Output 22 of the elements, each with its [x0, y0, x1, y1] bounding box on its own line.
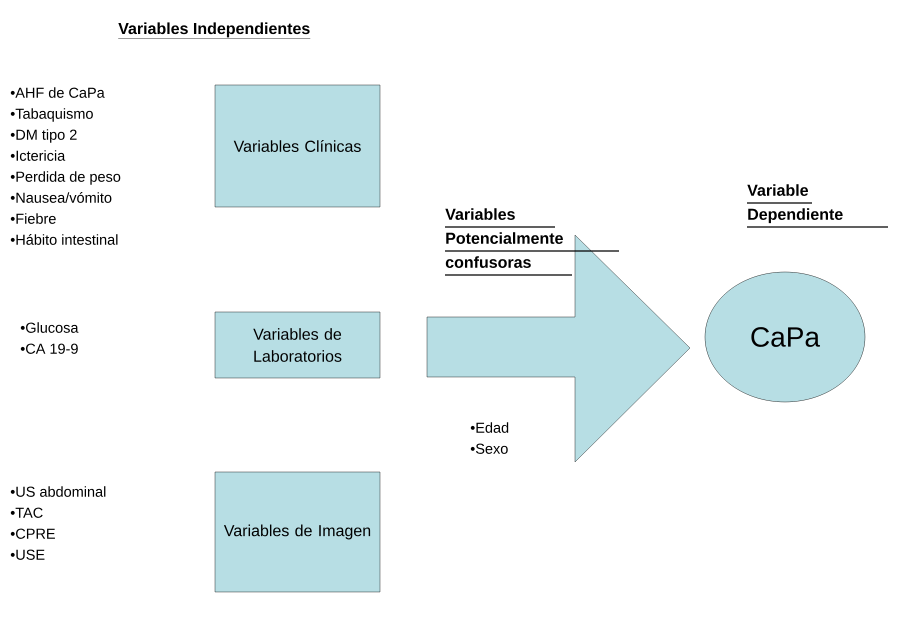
node-label: •Hábito intestinal	[10, 234, 118, 245]
node-label: •CPRE	[10, 528, 55, 539]
bullet-list: •Edad •Sexo	[470, 422, 508, 454]
node-label: •US abdominal	[10, 486, 106, 497]
variable-box: Variables de Imagen	[214, 472, 380, 592]
node-label: •USE	[10, 550, 44, 560]
bullet-list: •AHF de CaPa •Tabaquismo •DM tipo 2 •Ictericia •Perdida de peso •Nausea/vómito •Fiebre •Hábito intestinal	[10, 87, 120, 245]
node-label: •TAC	[10, 508, 43, 518]
variable-box: Variables Clínicas	[214, 84, 380, 208]
heading: Variable Dependiente	[746, 184, 889, 228]
variable-box: Variables de Laboratorios	[214, 312, 380, 378]
node-label: •DM tipo 2	[10, 129, 77, 143]
node-label: •Ictericia	[10, 150, 66, 161]
bullet-list: •US abdominal •TAC •CPRE •USE	[10, 486, 106, 560]
heading: Variables Potencialmente confusoras	[444, 208, 620, 276]
bullet-list: •Glucosa •CA 19-9	[20, 322, 78, 354]
node-label: •AHF de CaPa	[10, 87, 105, 98]
node-label: •Perdida de peso	[10, 171, 120, 185]
node-label: •Nausea/vómito	[10, 192, 112, 203]
node-label: •Fiebre	[10, 213, 56, 224]
node-label: •Tabaquismo	[10, 108, 93, 122]
heading: Variables Independientes	[118, 22, 310, 39]
